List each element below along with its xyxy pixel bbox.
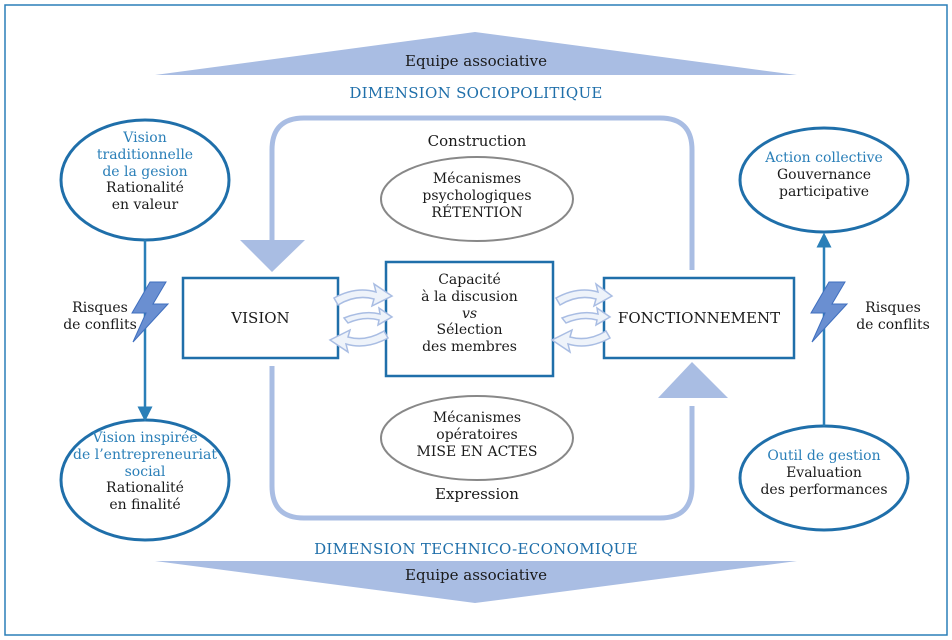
exchange-arrows-right: [550, 282, 614, 354]
risk-left-label: Risques de conflits: [63, 300, 137, 333]
ellipse-psychological-text: Mécanismes psychologiques RÉTENTION: [422, 171, 532, 221]
loop-arrow-up: [658, 362, 728, 398]
circle-vision-traditionnelle-text: Vision traditionnelle de la gesion Ratio…: [96, 130, 194, 214]
box-vision: [181, 276, 340, 360]
top-band-label: Equipe associative: [405, 52, 547, 70]
circle-outil-gestion-text: Outil de gestion Evaluation des performa…: [760, 448, 888, 498]
box-fonctionnement-label: FONCTIONNEMENT: [617, 309, 781, 327]
top-dimension-title: DIMENSION SOCIOPOLITIQUE: [349, 84, 603, 102]
box-fonctionnement: [602, 276, 796, 360]
loop-label-construction: Construction: [427, 132, 527, 150]
bottom-band-label: Equipe associative: [405, 566, 547, 584]
loop-arrow-down: [240, 240, 305, 272]
lightning-right-icon: [810, 281, 849, 343]
central-loop: [269, 115, 695, 270]
ellipse-operational-text: Mécanismes opératoires MISE EN ACTES: [416, 410, 538, 460]
box-vision-label: VISION: [231, 309, 290, 327]
central-loop-bottom: [269, 366, 695, 521]
circle-action-collective: [738, 126, 910, 234]
box-center: [384, 260, 555, 378]
exchange-arrows-left: [328, 282, 394, 354]
top-band-arrow: [155, 32, 797, 75]
bottom-band-arrow: [155, 561, 797, 603]
loop-label-expression: Expression: [435, 485, 519, 503]
circle-vision-inspiree-text: Vision inspirée de l’entrepreneuriat soc…: [73, 430, 217, 514]
ellipse-psychological: [380, 156, 574, 242]
ellipse-operational: [380, 395, 574, 481]
risk-right-label: Risques de conflits: [856, 300, 930, 333]
bottom-dimension-title: DIMENSION TECHNICO-ECONOMIQUE: [314, 540, 638, 558]
lightning-left-icon: [131, 281, 170, 343]
box-center-text: Capacité à la discusion vs Sélection des…: [421, 272, 518, 356]
outer-frame: [4, 4, 948, 636]
circle-action-collective-text: Action collective Gouvernance participat…: [765, 150, 883, 200]
